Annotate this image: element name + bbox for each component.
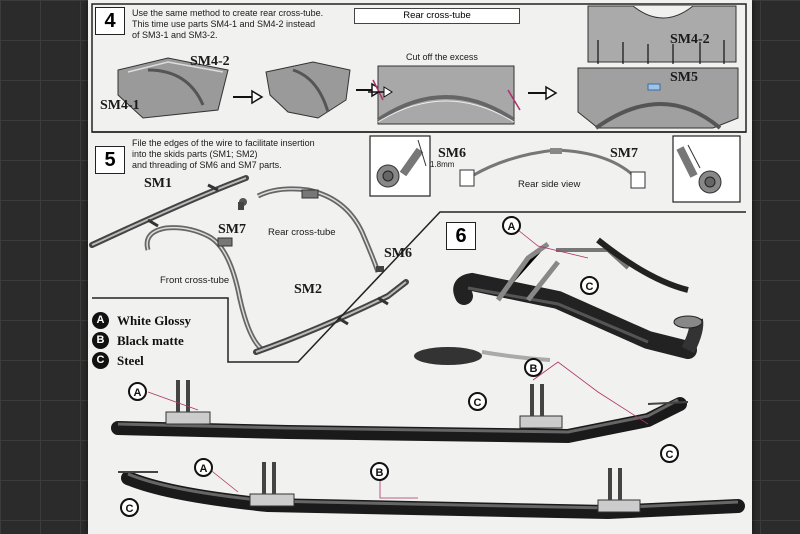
part-label-sm2: SM2 xyxy=(294,282,322,297)
part-label-sm6: SM6 xyxy=(384,246,412,261)
step-5-instruction-line-1: File the edges of the wire to facilitate… xyxy=(132,138,315,148)
legend-letter-b: B xyxy=(92,332,109,349)
cut-excess-label: Cut off the excess xyxy=(406,52,478,62)
sm2-skid-illustration xyxy=(253,279,409,355)
callout-c-upper-skid: C xyxy=(660,444,679,463)
dimension-label: 1.8mm xyxy=(430,160,455,169)
step-5-instruction-line-3: and threading of SM6 and SM7 parts. xyxy=(132,160,282,170)
part-label-sm5: SM5 xyxy=(670,70,698,85)
step-5-number: 5 xyxy=(95,146,125,174)
legend-letter-c: C xyxy=(92,352,109,369)
part-label-sm4-2: SM4-2 xyxy=(190,54,230,69)
step-6-number: 6 xyxy=(446,222,476,250)
step-4-instruction-line-1: Use the same method to create rear cross… xyxy=(132,8,324,18)
callout-c-step6-top: C xyxy=(580,276,599,295)
long-skid-lower xyxy=(118,462,745,520)
step-4-number: 4 xyxy=(95,7,125,35)
rear-cross-tube-label: Rear cross-tube xyxy=(268,227,336,238)
callout-c-lower-skid: C xyxy=(120,498,139,517)
part-label-sm7-detail: SM7 xyxy=(610,146,638,161)
legend-item-white-glossy: A White Glossy xyxy=(92,312,191,329)
step-4-instruction-line-3: of SM3-1 and SM3-2. xyxy=(132,30,218,40)
sm4-part-assembly-2 xyxy=(265,61,351,119)
long-skid-upper xyxy=(111,380,689,444)
legend-text: White Glossy xyxy=(117,312,192,328)
legend-item-steel: C Steel xyxy=(92,352,144,369)
legend-letter-a: A xyxy=(92,312,109,329)
sm4-part-assembly-1 xyxy=(117,57,229,119)
part-label-sm1: SM1 xyxy=(144,176,172,191)
callout-b-step6: B xyxy=(524,358,543,377)
step-5-instruction-line-2: into the skids parts (SM1; SM2) xyxy=(132,149,258,159)
rear-side-view-label: Rear side view xyxy=(518,179,581,190)
callout-a-lower-skid: A xyxy=(194,458,213,477)
part-label-sm7: SM7 xyxy=(218,222,246,237)
callout-a-upper-skid: A xyxy=(128,382,147,401)
callout-b-lower-skid: B xyxy=(370,462,389,481)
part-label-sm4-1: SM4-1 xyxy=(100,98,140,113)
step-4-instruction-line-2: This time use parts SM4-1 and SM4-2 inst… xyxy=(132,19,316,29)
step6-skid-assembly xyxy=(414,237,704,365)
part-label-sm4-2-final: SM4-2 xyxy=(670,32,710,47)
instruction-illustrations xyxy=(89,3,747,520)
legend-item-black-matte: B Black matte xyxy=(92,332,184,349)
front-cross-tube-label: Front cross-tube xyxy=(160,275,230,286)
step-4-title: Rear cross-tube xyxy=(354,8,520,24)
legend-text: Black matte xyxy=(117,332,184,348)
instruction-sheet: 4 Use the same method to create rear cro… xyxy=(88,0,752,534)
cut-tube-illustration xyxy=(368,65,521,125)
legend-text: Steel xyxy=(117,352,144,368)
sm5-assembly-illustration xyxy=(577,5,739,130)
rear-fitting-detail xyxy=(676,144,722,194)
front-fitting-detail xyxy=(376,139,427,188)
callout-c-step6-left: C xyxy=(468,392,487,411)
sm1-skid-illustration xyxy=(89,175,249,248)
part-label-sm6-detail: SM6 xyxy=(438,146,466,161)
callout-a-step6: A xyxy=(502,216,521,235)
